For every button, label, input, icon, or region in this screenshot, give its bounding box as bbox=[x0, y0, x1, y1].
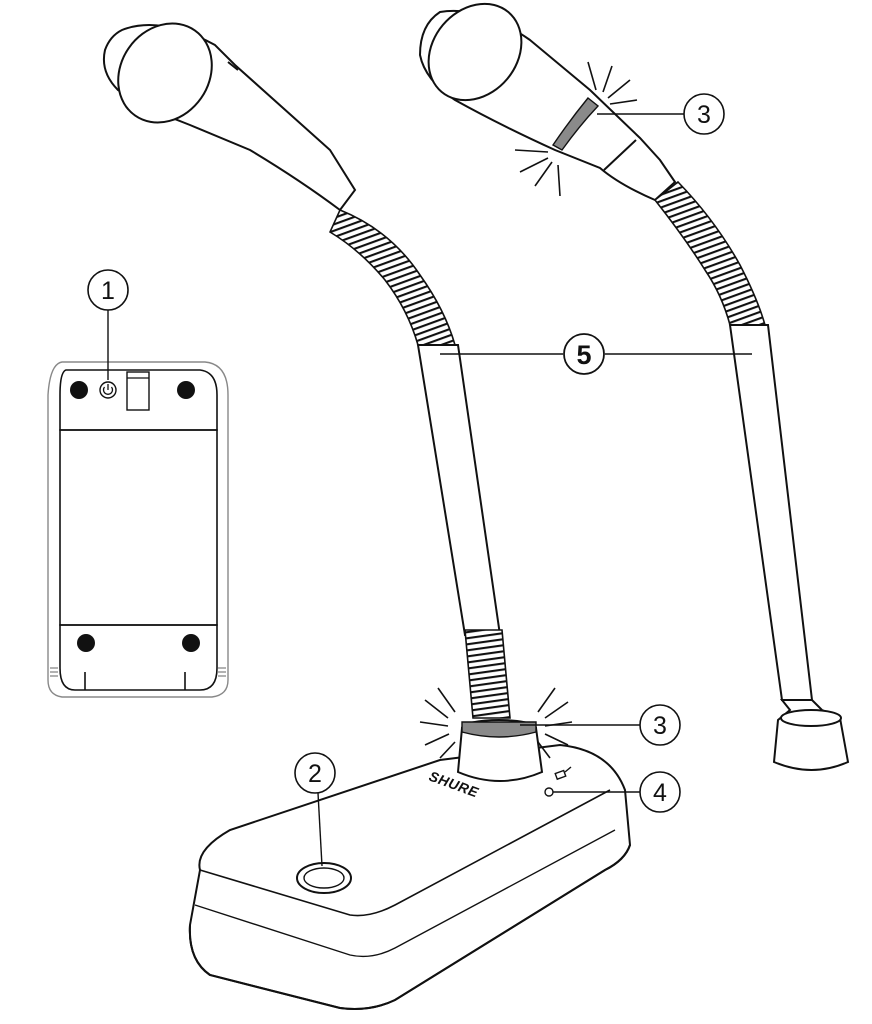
power-icon[interactable] bbox=[99, 381, 117, 399]
callout-5: 5 bbox=[563, 333, 605, 375]
callout-2-leader bbox=[317, 792, 323, 867]
led-ring-base bbox=[461, 721, 537, 738]
callout-4-label: 4 bbox=[653, 779, 667, 807]
microphone-base bbox=[188, 743, 632, 1010]
connector-right bbox=[772, 699, 850, 771]
callout-3-head: 3 bbox=[683, 93, 725, 135]
callout-4: 4 bbox=[639, 771, 681, 813]
status-led bbox=[544, 787, 554, 797]
gooseneck-upper-coil-left bbox=[328, 208, 457, 346]
rubber-foot-bottom-left bbox=[77, 634, 95, 652]
light-rays-head bbox=[514, 61, 638, 197]
gooseneck-tube-right bbox=[728, 324, 814, 701]
microphone-symbol-icon bbox=[554, 766, 572, 781]
microphone-head-left bbox=[102, 22, 357, 212]
talk-button[interactable] bbox=[296, 862, 352, 894]
callout-5-label: 5 bbox=[576, 340, 591, 370]
callout-3-base: 3 bbox=[639, 704, 681, 746]
gooseneck-upper-coil-right bbox=[653, 180, 767, 326]
rubber-foot-top-right bbox=[177, 381, 195, 399]
callout-2-label: 2 bbox=[308, 760, 322, 788]
callout-2: 2 bbox=[294, 752, 336, 794]
light-rays-base bbox=[419, 687, 573, 759]
gooseneck-lower-coil-left bbox=[464, 629, 511, 719]
base-bottom-view bbox=[47, 361, 229, 698]
rubber-foot-top-left bbox=[70, 381, 88, 399]
callout-1: 1 bbox=[87, 269, 129, 311]
microphone-head-right bbox=[418, 2, 677, 202]
rubber-foot-bottom-right bbox=[182, 634, 200, 652]
callout-1-label: 1 bbox=[101, 277, 115, 305]
callout-3-head-label: 3 bbox=[697, 101, 711, 129]
gooseneck-tube-left bbox=[416, 344, 502, 636]
callout-3-base-label: 3 bbox=[653, 712, 667, 740]
led-ring-head bbox=[551, 97, 600, 151]
